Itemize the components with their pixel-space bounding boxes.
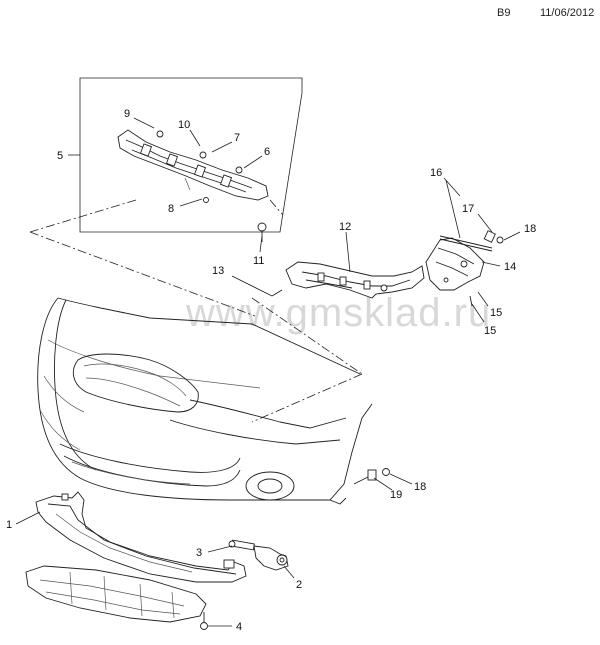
callout-13: 13 (212, 265, 224, 277)
callout-9: 9 (124, 108, 130, 120)
callout-17: 17 (462, 203, 474, 215)
callout-14: 14 (504, 261, 516, 273)
callouts: 1 2 3 4 5 6 7 8 9 10 11 12 13 14 15 15 1… (6, 108, 536, 633)
detail-box (29, 77, 363, 423)
watermark: www.gmsklad.ru (185, 291, 491, 335)
callout-18a: 18 (524, 223, 536, 235)
callout-15a: 15 (490, 307, 502, 319)
callout-15b: 15 (484, 325, 496, 337)
bolt-3 (228, 539, 255, 551)
page-code: B9 (497, 7, 511, 19)
page-date: 11/06/2012 (540, 7, 595, 19)
fastener-4 (200, 612, 208, 630)
leader-lines (15, 117, 521, 627)
callout-3: 3 (196, 547, 202, 559)
callout-5: 5 (57, 150, 63, 162)
callout-6: 6 (264, 146, 270, 158)
callout-18b: 18 (414, 481, 426, 493)
callout-10: 10 (178, 119, 190, 131)
callout-12: 12 (339, 221, 351, 233)
callout-4: 4 (236, 621, 242, 633)
splash-shield (25, 565, 207, 623)
callout-1: 1 (6, 519, 12, 531)
upper-bracket-assembly (117, 129, 269, 203)
side-bracket-14 (425, 235, 493, 307)
callout-7: 7 (234, 132, 240, 144)
callout-11: 11 (253, 255, 264, 267)
callout-8: 8 (168, 203, 174, 215)
energy-absorber-1 (35, 491, 247, 583)
clip-17 (483, 230, 504, 244)
callout-2: 2 (296, 579, 302, 591)
clip-19 (353, 468, 390, 485)
callout-16: 16 (430, 167, 442, 179)
front-bumper-fascia (37, 297, 373, 505)
bracket-12 (271, 261, 425, 299)
callout-19: 19 (390, 489, 402, 501)
bracket-2 (253, 545, 289, 571)
